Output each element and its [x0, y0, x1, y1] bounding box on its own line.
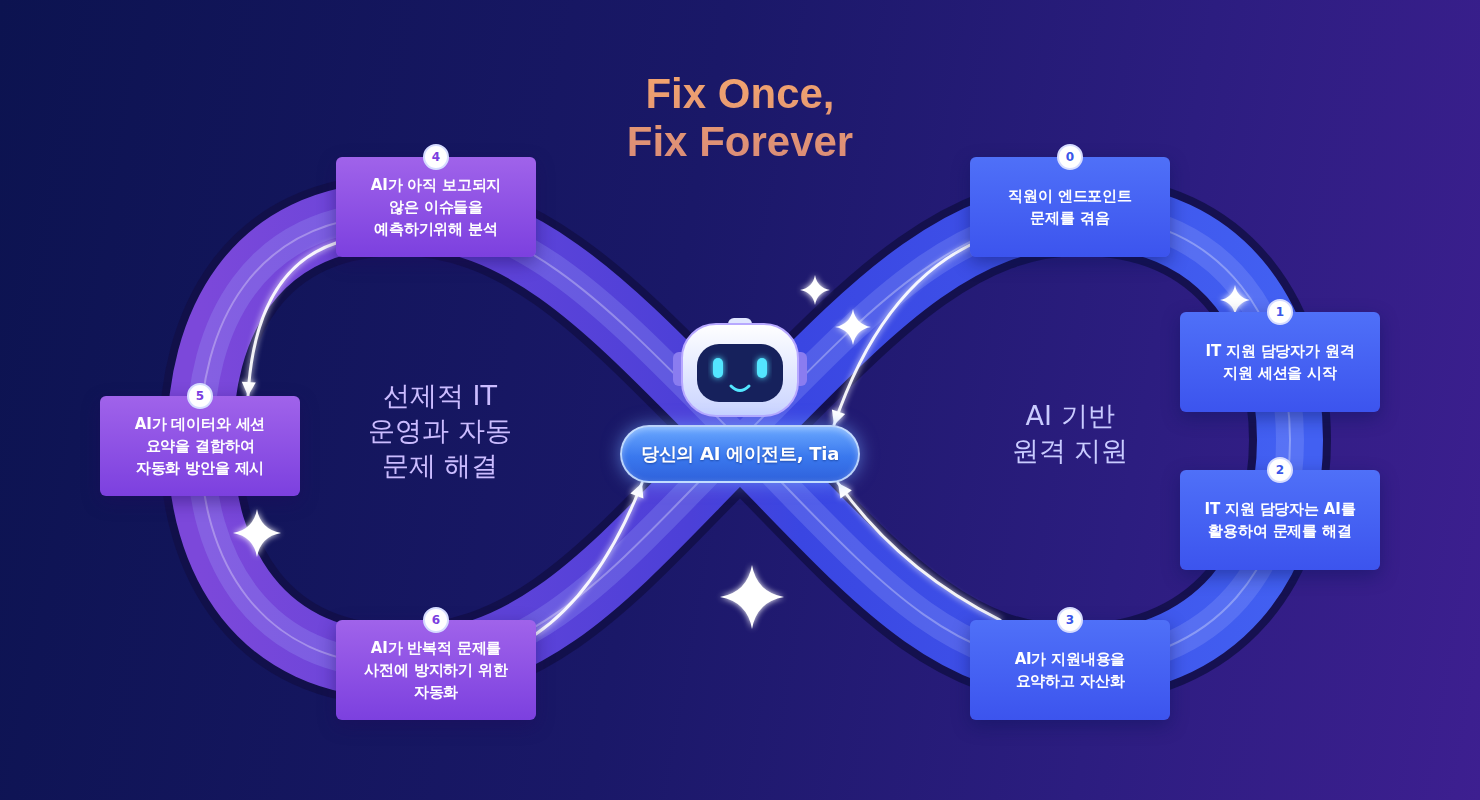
infinity-tube: [200, 215, 1290, 665]
sparkle: [720, 565, 784, 629]
step-box: 1IT 지원 담당자가 원격 지원 세션을 시작: [1180, 312, 1380, 412]
sparkle: [800, 275, 830, 305]
step-text: AI가 지원내용을 요약하고 자산화: [970, 648, 1170, 692]
tube-shadow: [200, 215, 1290, 665]
arrow-head: [838, 483, 852, 498]
flow-arrow: [838, 483, 1000, 620]
step-text: IT 지원 담당자는 AI를 활용하여 문제를 해결: [1180, 498, 1380, 542]
robot-eye: [757, 358, 767, 378]
agent-pill: 당신의 AI 에이전트, Tia: [620, 425, 860, 483]
step-number: 4: [423, 144, 449, 170]
sparkle: [233, 509, 281, 557]
region-label: AI 기반 원격 지원: [1003, 398, 1137, 468]
robot-mascot: [673, 318, 807, 416]
robot-head: [682, 324, 798, 416]
step-text: AI가 데이터와 세션 요약을 결합하여 자동화 방안을 제시: [100, 413, 300, 479]
arrow-head: [242, 382, 256, 396]
flow-arrow: [832, 245, 970, 425]
flow-line: [248, 243, 336, 396]
sparkles: [233, 275, 1250, 629]
step-number: 6: [423, 607, 449, 633]
step-box: 4AI가 아직 보고되지 않은 이슈들을 예측하기위해 분석: [336, 157, 536, 257]
tube-highlight: [200, 215, 1290, 665]
tube-shine: [200, 215, 1290, 665]
step-number: 5: [187, 383, 213, 409]
step-number: 2: [1267, 457, 1293, 483]
agent-name: 당신의 AI 에이전트, Tia: [641, 442, 839, 466]
step-box: 5AI가 데이터와 세션 요약을 결합하여 자동화 방안을 제시: [100, 396, 300, 496]
region-label: 선제적 IT 운영과 자동 문제 해결: [352, 378, 528, 483]
step-number: 1: [1267, 299, 1293, 325]
step-box: 0직원이 엔드포인트 문제를 겪음: [970, 157, 1170, 257]
step-box: 2IT 지원 담당자는 AI를 활용하여 문제를 해결: [1180, 470, 1380, 570]
robot-face: [697, 344, 783, 402]
step-box: 6AI가 반복적 문제를 사전에 방지하기 위한 자동화: [336, 620, 536, 720]
arrow-head: [832, 409, 845, 425]
step-text: AI가 아직 보고되지 않은 이슈들을 예측하기위해 분석: [336, 174, 536, 240]
flow-line: [536, 483, 642, 634]
diagram-title: Fix Once, Fix Forever: [615, 70, 865, 166]
step-box: 3AI가 지원내용을 요약하고 자산화: [970, 620, 1170, 720]
step-number: 3: [1057, 607, 1083, 633]
sparkle: [1220, 285, 1250, 315]
flow-line: [838, 483, 1000, 620]
sparkle: [835, 309, 871, 345]
robot-mouth: [731, 386, 749, 391]
step-text: 직원이 엔드포인트 문제를 겪음: [970, 185, 1170, 229]
arrow-head: [630, 483, 643, 499]
tube-body: [200, 215, 1290, 665]
robot-eye: [713, 358, 723, 378]
flow-arrow: [536, 483, 643, 634]
step-text: IT 지원 담당자가 원격 지원 세션을 시작: [1180, 340, 1380, 384]
flow-arrow: [242, 243, 336, 396]
step-text: AI가 반복적 문제를 사전에 방지하기 위한 자동화: [336, 637, 536, 703]
step-number: 0: [1057, 144, 1083, 170]
flow-line: [834, 245, 970, 425]
